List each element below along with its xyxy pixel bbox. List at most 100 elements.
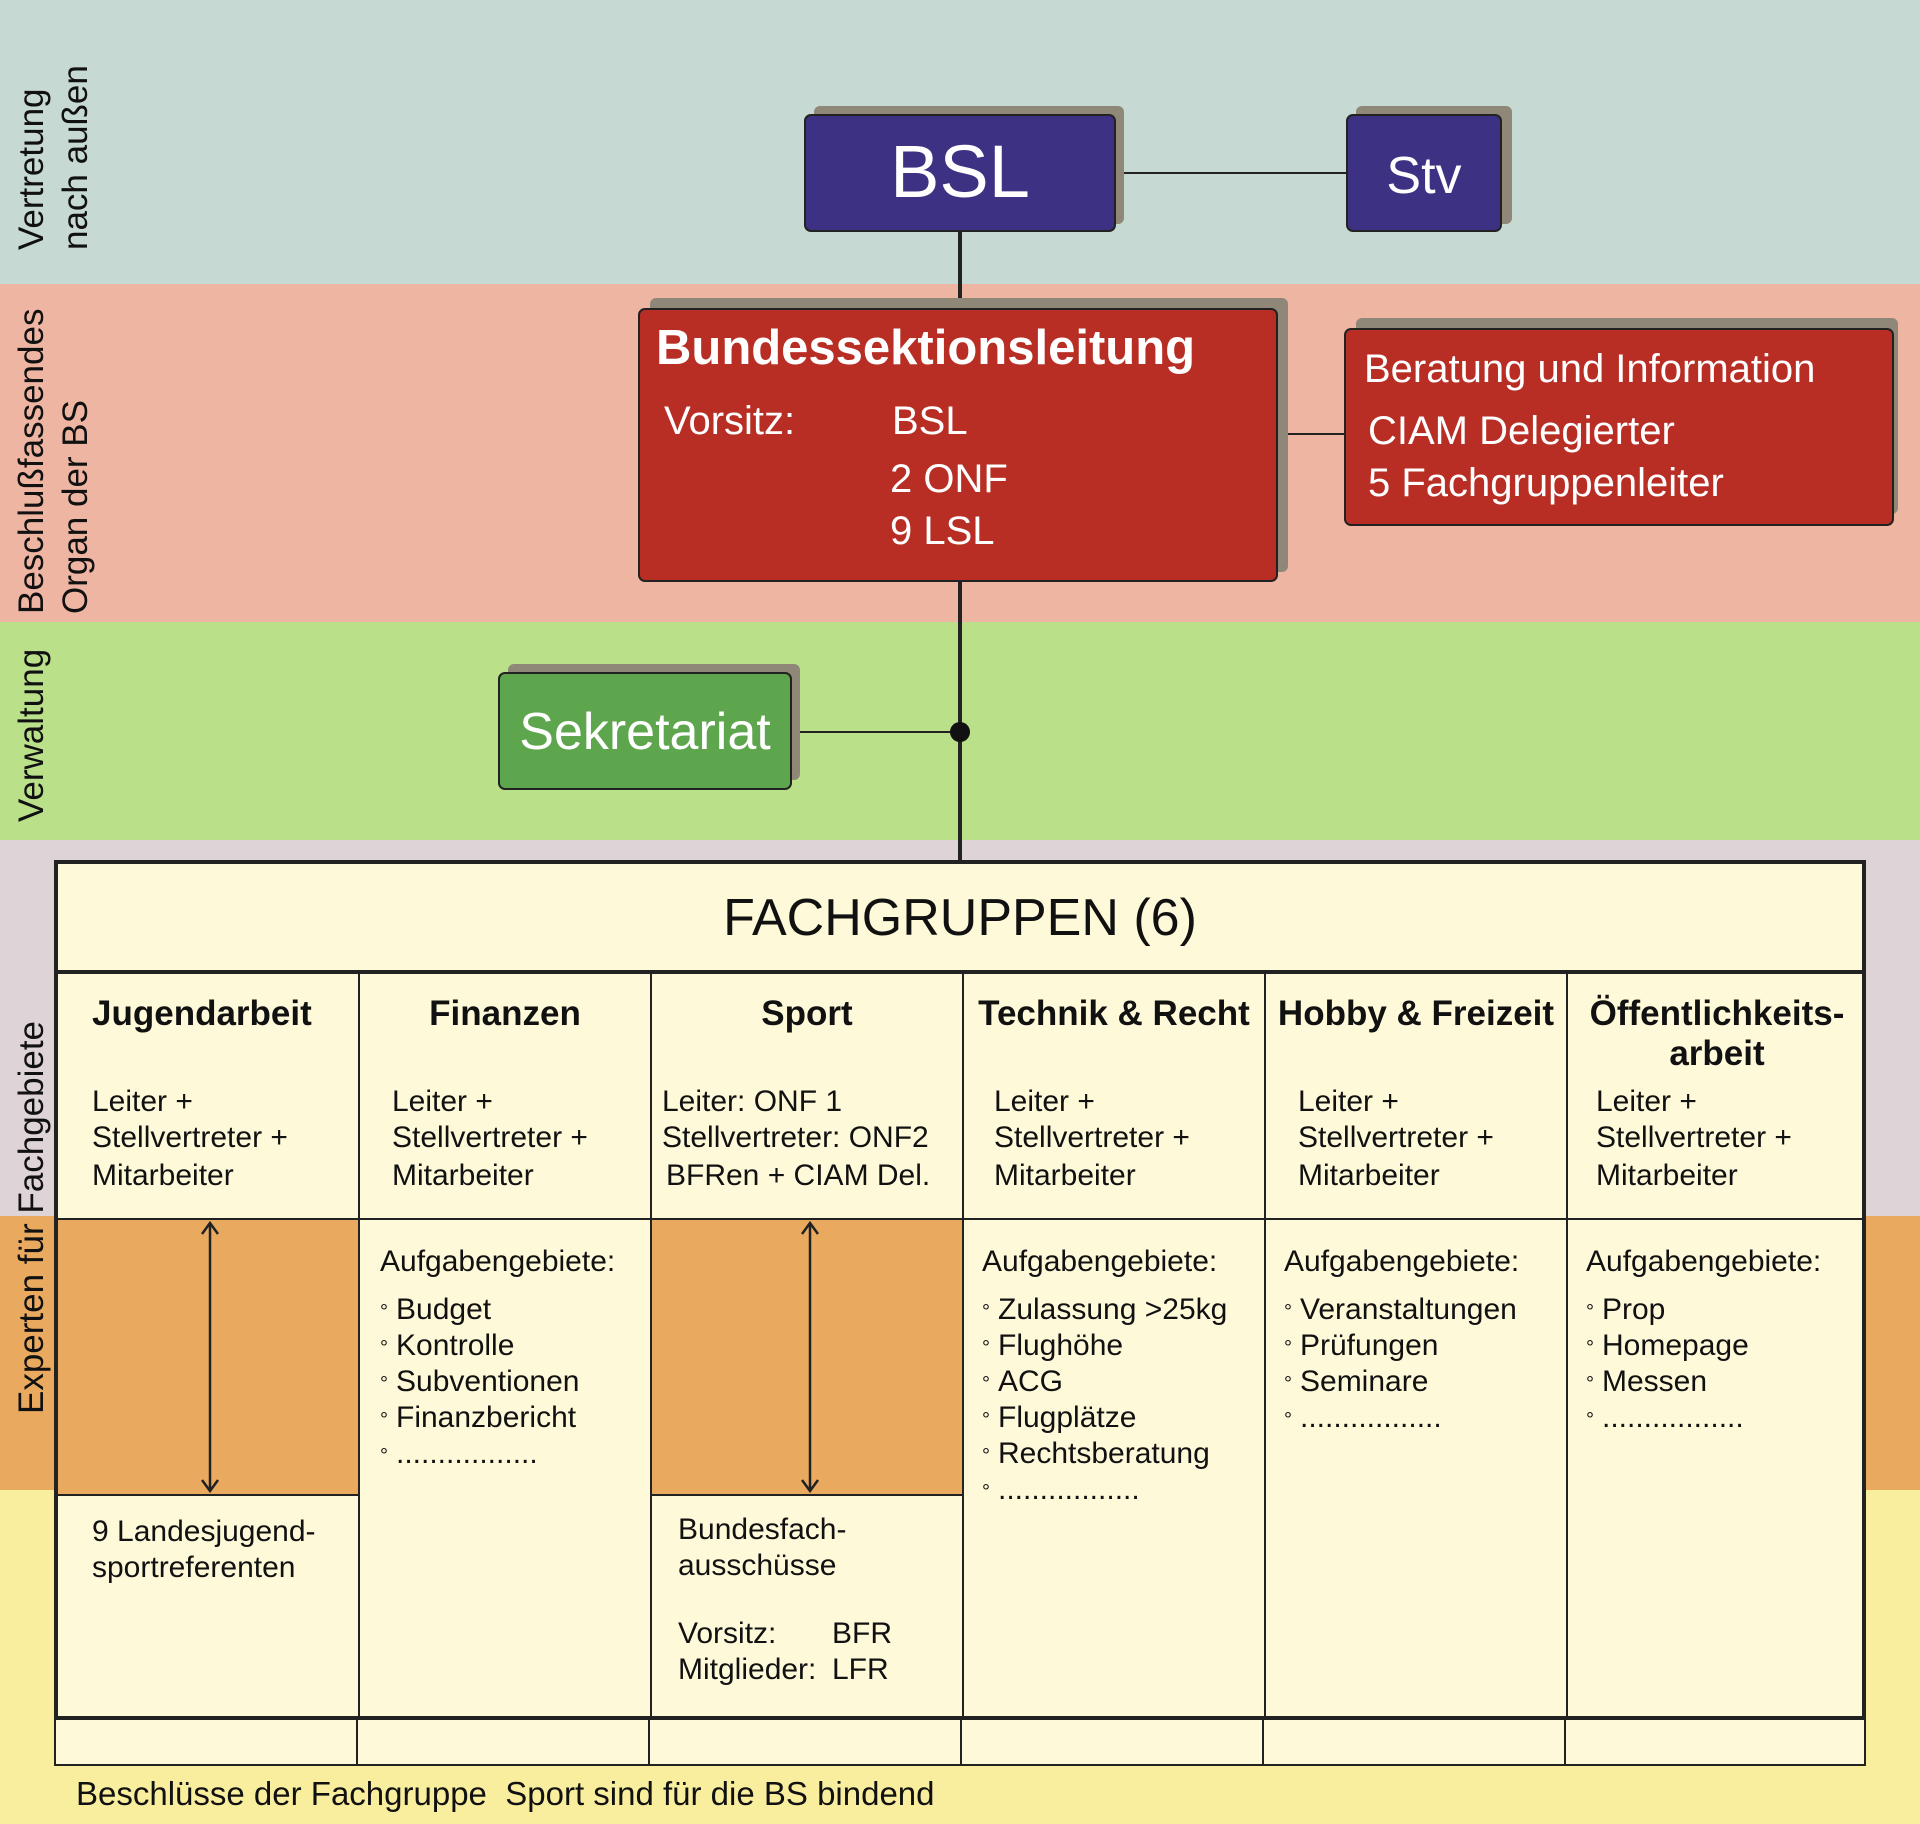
col-jugendarbeit-line-3: Mitarbeiter (92, 1159, 234, 1192)
youth-sub-line-1: 9 Landesjugend- (92, 1515, 316, 1548)
secretariat-label: Sekretariat (519, 703, 771, 761)
col-title-hobby-freizeit: Hobby & Freizeit (1277, 994, 1555, 1033)
col-oeffentlichkeit-line-3: Mitarbeiter (1596, 1159, 1738, 1192)
col-jugendarbeit-line-2: Stellvertreter + (92, 1121, 288, 1154)
advisory-title: Beratung und Information (1364, 347, 1816, 391)
board-member-lsl: 9 LSL (890, 509, 995, 553)
col-title-technik-recht: Technik & Recht (978, 994, 1250, 1033)
youth-sub-divider (58, 1494, 360, 1496)
col-hobby-tasks-label: Aufgabengebiete: (1284, 1245, 1520, 1278)
footer-divider-2 (648, 1720, 650, 1764)
connector-secretariat (792, 731, 960, 733)
col-finanzen-line-2: Stellvertreter + (392, 1121, 588, 1154)
band-label-admin: Verwaltung (12, 648, 51, 822)
list-item: °Rechtsberatung (982, 1437, 1210, 1470)
sport-orange-area (652, 1220, 964, 1494)
col-title-oeffentlichkeitsarbeit: Öffentlichkeits- arbeit (1589, 994, 1845, 1073)
list-item: °Flughöhe (982, 1329, 1124, 1362)
col-oeffentlichkeit-line-1: Leiter + (1596, 1085, 1697, 1118)
col-divider-3 (962, 972, 964, 1720)
connector-board-fachgruppen (958, 580, 962, 860)
footer-divider-1 (356, 1720, 358, 1764)
list-item: °Kontrolle (380, 1329, 515, 1362)
list-item: °ACG (982, 1365, 1064, 1398)
fachgruppen-header: FACHGRUPPEN (6) (723, 889, 1197, 947)
board-chair-label: Vorsitz: (664, 399, 796, 443)
board-chair-value: BSL (892, 399, 968, 443)
list-item: °................. (380, 1437, 538, 1470)
list-item: °................. (982, 1473, 1140, 1506)
list-item: °................. (1284, 1401, 1442, 1434)
col-oeffentlichkeit-tasks: °Prop °Homepage °Messen °...............… (1586, 1292, 1749, 1436)
col-divider-5 (1566, 972, 1568, 1720)
col-oeffentlichkeit-line-2: Stellvertreter + (1596, 1121, 1792, 1154)
stv-label: Stv (1386, 147, 1462, 205)
col-technik-tasks-label: Aufgabengebiete: (982, 1245, 1218, 1278)
band-label-outside: Vertretung nach außen (12, 65, 95, 250)
col-title-finanzen: Finanzen (429, 994, 581, 1033)
band-label-board: Beschlußfassendes Organ der BS (12, 308, 95, 614)
footer-divider-5 (1564, 1720, 1566, 1764)
col-sport-line-2: Stellvertreter: ONF2 (662, 1121, 929, 1154)
youth-sub-line-2: sportreferenten (92, 1551, 296, 1584)
header-divider (58, 970, 1862, 974)
col-finanzen-tasks-label: Aufgabengebiete: (380, 1245, 616, 1278)
col-oeffentlichkeit-tasks-label: Aufgabengebiete: (1586, 1245, 1822, 1278)
col-sport-line-3: BFRen + CIAM Del. (666, 1159, 931, 1192)
list-item: °Seminare (1284, 1365, 1429, 1398)
fachgruppen-table: FACHGRUPPEN (6) Jugendarbeit Leiter + St… (54, 860, 1866, 1720)
list-item: °Veranstaltungen (1284, 1293, 1517, 1326)
table-footer-row (54, 1720, 1866, 1766)
bsl-box: BSL (804, 114, 1116, 232)
list-item: °................. (1586, 1401, 1744, 1434)
col-title-sport: Sport (761, 994, 853, 1033)
secretariat-box: Sekretariat (498, 672, 792, 790)
list-item: °Homepage (1586, 1329, 1749, 1362)
youth-double-arrow (200, 1220, 220, 1494)
sport-chair-label: Vorsitz: (678, 1617, 777, 1650)
list-item: °Finanzbericht (380, 1401, 577, 1434)
footer-note: Beschlüsse der Fachgruppe Sport sind für… (76, 1775, 935, 1812)
col-sport-line-1: Leiter: ONF 1 (662, 1085, 843, 1118)
board-member-onf: 2 ONF (890, 457, 1008, 501)
col-hobby-tasks: °Veranstaltungen °Prüfungen °Seminare °.… (1284, 1292, 1517, 1436)
col-technik-line-3: Mitarbeiter (994, 1159, 1136, 1192)
connector-board-advisory (1278, 433, 1346, 435)
col-divider-2 (650, 972, 652, 1720)
board-box: Bundessektionsleitung Vorsitz: BSL 2 ONF… (638, 308, 1278, 582)
col-technik-line-2: Stellvertreter + (994, 1121, 1190, 1154)
sport-double-arrow (800, 1220, 820, 1494)
footer-divider-3 (960, 1720, 962, 1764)
advisory-line-ciam: CIAM Delegierter (1368, 409, 1675, 453)
col-hobby-line-1: Leiter + (1298, 1085, 1399, 1118)
sport-members-label: Mitglieder: (678, 1653, 817, 1686)
sport-sub-line-2: ausschüsse (678, 1549, 837, 1582)
list-item: °Budget (380, 1293, 492, 1326)
bsl-label: BSL (890, 130, 1030, 213)
col-divider-1 (358, 972, 360, 1720)
stv-box: Stv (1346, 114, 1502, 232)
footer-divider-4 (1262, 1720, 1264, 1764)
sport-sub-divider (652, 1494, 964, 1496)
junction-dot (950, 722, 970, 742)
advisory-line-leaders: 5 Fachgruppenleiter (1368, 461, 1724, 505)
col-title-jugendarbeit: Jugendarbeit (92, 994, 312, 1033)
list-item: °Prüfungen (1284, 1329, 1439, 1362)
connector-bsl-board (958, 232, 962, 308)
sport-members-value: LFR (832, 1653, 889, 1686)
col-divider-4 (1264, 972, 1266, 1720)
list-item: °Subventionen (380, 1365, 580, 1398)
list-item: °Prop (1586, 1293, 1666, 1326)
col-finanzen-line-1: Leiter + (392, 1085, 493, 1118)
sport-chair-value: BFR (832, 1617, 892, 1650)
connector-bsl-stv (1116, 172, 1348, 174)
band-label-experts: Experten für Fachgebiete (12, 1020, 51, 1414)
col-hobby-line-3: Mitarbeiter (1298, 1159, 1440, 1192)
list-item: °Zulassung >25kg (982, 1293, 1228, 1326)
board-title: Bundessektionsleitung (656, 321, 1196, 375)
row-divider (58, 1218, 1862, 1220)
col-technik-tasks: °Zulassung >25kg °Flughöhe °ACG °Flugplä… (982, 1292, 1227, 1508)
advisory-box: Beratung und Information CIAM Delegierte… (1344, 328, 1894, 526)
col-finanzen-tasks: °Budget °Kontrolle °Subventionen °Finanz… (380, 1292, 580, 1472)
list-item: °Messen (1586, 1365, 1708, 1398)
